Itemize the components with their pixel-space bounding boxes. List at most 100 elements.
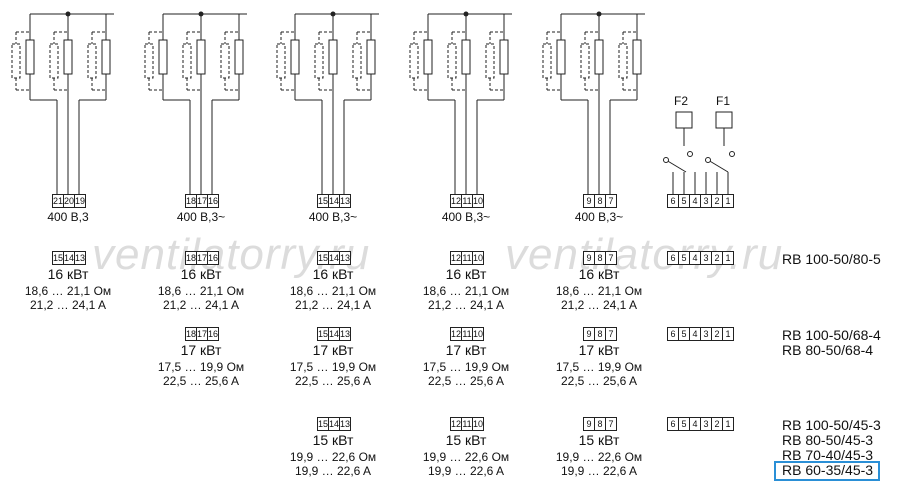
power-rating: 16 кВт <box>445 266 487 282</box>
current-range: 21,2 … 24,1 A <box>427 298 505 312</box>
terminal-number: 1 <box>722 328 733 340</box>
heating-element <box>234 39 244 75</box>
terminal-number: 9 <box>586 329 592 339</box>
supply-voltage-label: 400 B,3~ <box>176 210 226 224</box>
heating-element-optional <box>276 43 286 79</box>
current-range: 22,5 … 25,6 A <box>560 374 638 388</box>
heating-element <box>499 39 509 75</box>
terminal-number: 6 <box>670 329 676 339</box>
current-range: 22,5 … 25,6 A <box>427 374 505 388</box>
terminal-number: 1 <box>722 195 733 207</box>
current-range: 19,9 … 22,6 A <box>560 464 638 478</box>
terminal-number: 17 <box>196 252 208 264</box>
highlight-frame <box>774 461 880 481</box>
power-rating: 16 кВт <box>180 266 222 282</box>
resistance-range: 17,5 … 19,9 Ом <box>422 360 510 374</box>
terminal-number: 4 <box>689 418 700 430</box>
terminal-number: 10 <box>472 328 484 340</box>
watermark: ventilatorry.ru <box>505 230 784 279</box>
terminal-number: 12 <box>451 329 462 339</box>
power-rating: 16 кВт <box>47 266 89 282</box>
fuse-f1-label: F1 <box>716 94 731 108</box>
terminal-number: 6 <box>670 419 676 429</box>
heating-element-optional <box>314 43 324 79</box>
terminal-number: 13 <box>339 418 351 430</box>
terminal-number: 4 <box>689 252 700 264</box>
terminal-number: 16 <box>207 252 219 264</box>
heating-element <box>556 39 566 75</box>
heating-element-optional <box>618 43 628 79</box>
heating-element-optional <box>220 43 230 79</box>
terminal-number: 14 <box>328 328 340 340</box>
thermostat-f2 <box>675 111 693 129</box>
resistance-range: 18,6 … 21,1 Ом <box>422 284 510 298</box>
model-name: RB 100-50/68-4 <box>782 327 881 343</box>
terminal-number: 15 <box>318 196 329 206</box>
supply-voltage-label: 400 B,3~ <box>574 210 624 224</box>
terminal-number: 18 <box>186 329 197 339</box>
terminal-number: 3 <box>700 418 711 430</box>
terminal-number: 2 <box>711 195 722 207</box>
supply-voltage-label: 400 B,3~ <box>441 210 491 224</box>
terminal-number: 8 <box>594 252 605 264</box>
terminal-number: 15 <box>318 253 329 263</box>
terminal-number: 11 <box>461 252 472 264</box>
terminal-number: 2 <box>711 328 722 340</box>
contact-point <box>687 151 693 157</box>
heating-element <box>196 39 206 75</box>
heating-element <box>290 39 300 75</box>
terminal-number: 13 <box>74 252 86 264</box>
terminal-number: 12 <box>451 253 462 263</box>
power-rating: 15 кВт <box>445 432 487 448</box>
terminal-number: 7 <box>605 418 616 430</box>
heating-element <box>366 39 376 75</box>
terminal-number: 17 <box>196 328 208 340</box>
terminal-number: 18 <box>186 253 197 263</box>
terminal-number: 13 <box>339 195 351 207</box>
heating-element-optional <box>580 43 590 79</box>
terminal-number: 13 <box>339 252 351 264</box>
model-name: RB 100-50/80-5 <box>782 251 881 267</box>
terminal-number: 21 <box>53 196 64 206</box>
terminal-number: 4 <box>689 195 700 207</box>
heating-element <box>461 39 471 75</box>
resistance-range: 19,9 … 22,6 Ом <box>555 450 643 464</box>
terminal-number: 11 <box>461 418 472 430</box>
power-rating: 15 кВт <box>312 432 354 448</box>
heating-element-optional <box>542 43 552 79</box>
heating-element <box>423 39 433 75</box>
contact-point <box>705 157 711 163</box>
current-range: 22,5 … 25,6 A <box>162 374 240 388</box>
terminal-number: 3 <box>700 195 711 207</box>
model-name: RB 100-50/45-3 <box>782 417 881 433</box>
terminal-number: 11 <box>461 195 472 207</box>
power-rating: 16 кВт <box>312 266 354 282</box>
terminal-number: 12 <box>451 419 462 429</box>
terminal-number: 11 <box>461 328 472 340</box>
contact-point <box>663 157 669 163</box>
heating-element <box>328 39 338 75</box>
heating-element <box>632 39 642 75</box>
terminal-number: 20 <box>63 195 75 207</box>
terminal-number: 7 <box>605 252 616 264</box>
resistance-range: 19,9 … 22,6 Ом <box>422 450 510 464</box>
model-name: RB 60-35/45-3 <box>782 462 874 478</box>
terminal-number: 14 <box>328 195 340 207</box>
current-range: 21,2 … 24,1 A <box>560 298 638 312</box>
terminal-number: 14 <box>328 252 340 264</box>
heating-element-optional <box>144 43 154 79</box>
